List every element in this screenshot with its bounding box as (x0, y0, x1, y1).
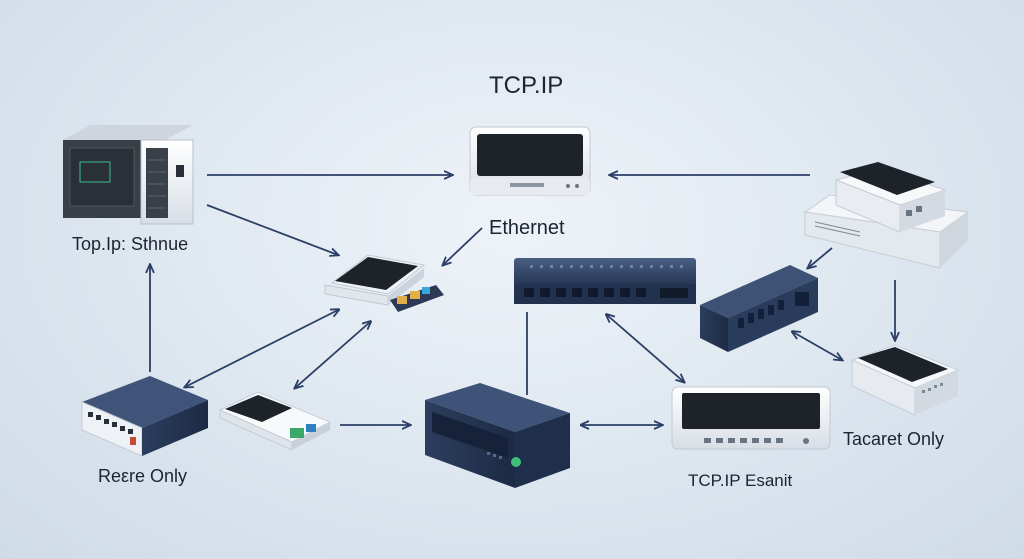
center-server-box-device[interactable] (425, 383, 570, 488)
right-router-device[interactable] (803, 162, 970, 269)
bottom-router-device[interactable] (671, 386, 831, 450)
arrow-ethernet-to-small-switch (443, 227, 483, 265)
label-ethernet: Ethernet (489, 217, 565, 239)
server-tower-device[interactable] (63, 125, 194, 225)
arrow-small-switch-modem (295, 322, 370, 388)
top-router-device[interactable] (469, 126, 591, 196)
arrow-small-switch-left-router (185, 310, 338, 387)
arrow-right-switch-small-box (793, 332, 842, 360)
label-right: Tacaret Only (843, 429, 945, 449)
label-top-left: Top.Ip: Sthnue (72, 234, 189, 254)
label-tcp-ip-top: TCP.IP (489, 72, 564, 99)
left-router-device[interactable] (81, 376, 208, 457)
center-network-switch-device[interactable] (514, 258, 696, 304)
label-bottom-left: Reεre Only (98, 466, 188, 486)
right-small-box-device[interactable] (850, 344, 960, 416)
connections (150, 175, 895, 425)
arrow-server-to-small-switch (206, 204, 338, 255)
arrow-right-router-to-right-switch (808, 247, 833, 268)
left-modem-device[interactable] (218, 391, 332, 451)
right-network-switch-device[interactable] (700, 265, 818, 352)
arrow-switch-bottom-router (607, 315, 684, 382)
center-small-switch-device[interactable] (324, 254, 444, 312)
label-bottom-center-right: TCP.IP Esanit (688, 471, 793, 490)
